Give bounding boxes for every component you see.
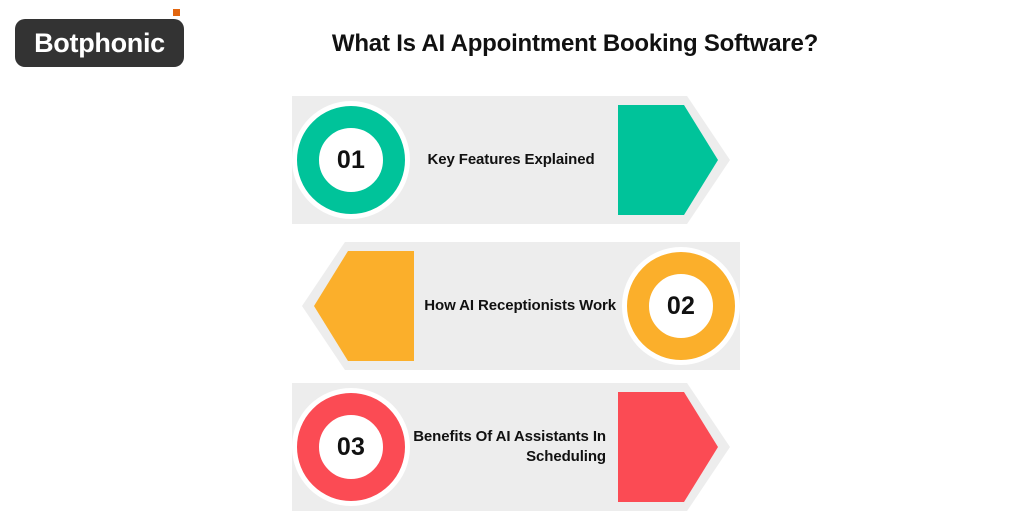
step-number-badge-3: 03 xyxy=(292,388,410,506)
step-label-1: Key Features Explained xyxy=(427,150,595,168)
step-number-ring-2: 02 xyxy=(627,252,735,360)
step-number-1: 01 xyxy=(336,145,366,174)
step-label-3: Benefits Of AI Assistants In Scheduling xyxy=(413,427,606,465)
step-row-3: Benefits Of AI Assistants In Scheduling … xyxy=(292,383,730,511)
step-number-badge-2: 02 xyxy=(622,247,740,365)
brand-logo-accent-dot xyxy=(173,9,180,16)
step-number-2: 02 xyxy=(666,291,696,320)
step-number-badge-1: 01 xyxy=(292,101,410,219)
brand-logo: Botphonic xyxy=(15,9,184,67)
page-title: What Is AI Appointment Booking Software? xyxy=(331,30,819,57)
step-number-3: 03 xyxy=(336,432,366,461)
step-label-2: How AI Receptionists Work xyxy=(424,296,616,314)
brand-logo-wordmark: Botphonic xyxy=(34,27,165,58)
step-number-ring-1: 01 xyxy=(297,106,405,214)
step-row-1: Key Features Explained 01 xyxy=(292,96,730,224)
step-row-2: How AI Receptionists Work 02 xyxy=(302,242,740,370)
step-number-ring-3: 03 xyxy=(297,393,405,501)
